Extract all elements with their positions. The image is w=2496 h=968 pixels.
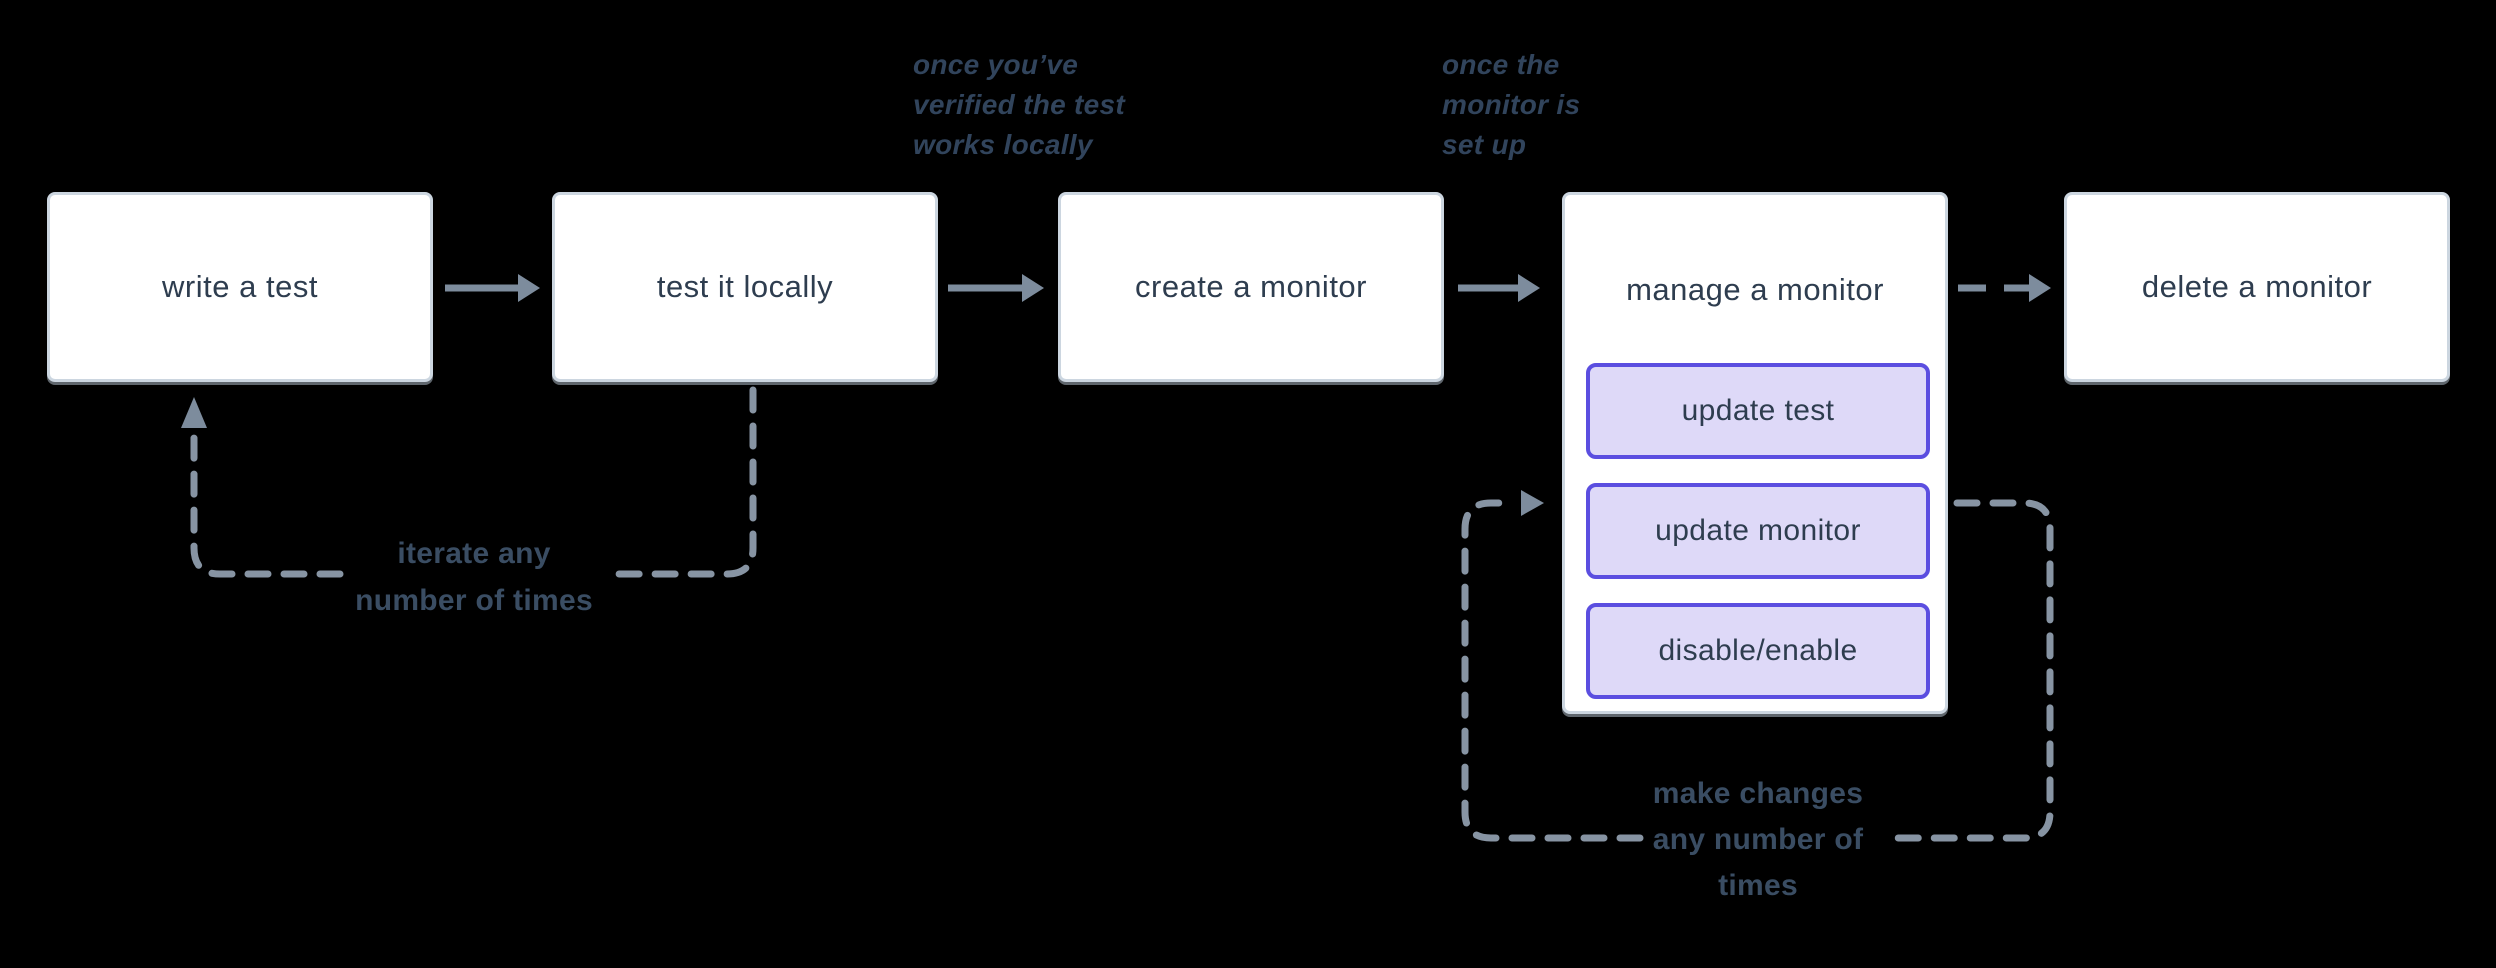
arrow-head-icon (518, 274, 540, 302)
node-label: delete a monitor (2141, 269, 2373, 304)
dashed-arrow-manage-to-delete (1958, 274, 2051, 302)
node-create-a-monitor: create a monitor (1058, 192, 1444, 382)
node-delete-a-monitor: delete a monitor (2064, 192, 2450, 382)
loop-segment (1461, 499, 1644, 842)
label-iterate-loop: iterate any number of times (355, 537, 593, 617)
subnode-label: update test (1681, 394, 1835, 427)
make-changes-loop-path (1461, 490, 2054, 842)
arrow-write-to-test (445, 274, 540, 302)
node-label: manage a monitor (1565, 195, 1945, 385)
loop-segment (190, 428, 344, 578)
iterate-loop-path (181, 386, 757, 578)
node-label: write a test (162, 269, 318, 304)
arrow-head-icon (1518, 274, 1540, 302)
arrow-head-icon (181, 397, 207, 428)
node-label: test it locally (656, 269, 834, 304)
subnode-update-test: update test (1586, 363, 1930, 459)
annotation-once-set-up: once the monitor is set up (1442, 49, 1581, 160)
label-make-changes-loop: make changes any number of times (1652, 777, 1864, 902)
arrow-head-icon (1521, 490, 1544, 516)
loop-segment (1881, 499, 2054, 842)
loop-segment (611, 386, 757, 578)
subnode-disable-enable: disable/enable (1586, 603, 1930, 699)
arrow-create-to-manage (1458, 274, 1540, 302)
node-label-text: manage a monitor (1626, 272, 1884, 307)
node-test-it-locally: test it locally (552, 192, 938, 382)
arrow-head-icon (2029, 274, 2051, 302)
node-manage-a-monitor: manage a monitor update test update moni… (1562, 192, 1948, 714)
annotation-once-verified: once you’ve verified the test works loca… (913, 49, 1126, 160)
arrow-test-to-create (948, 274, 1044, 302)
subnode-label: update monitor (1655, 514, 1861, 547)
arrow-head-icon (1022, 274, 1044, 302)
subnode-label: disable/enable (1658, 634, 1858, 667)
node-label: create a monitor (1135, 269, 1367, 304)
node-write-a-test: write a test (47, 192, 433, 382)
subnode-update-monitor: update monitor (1586, 483, 1930, 579)
